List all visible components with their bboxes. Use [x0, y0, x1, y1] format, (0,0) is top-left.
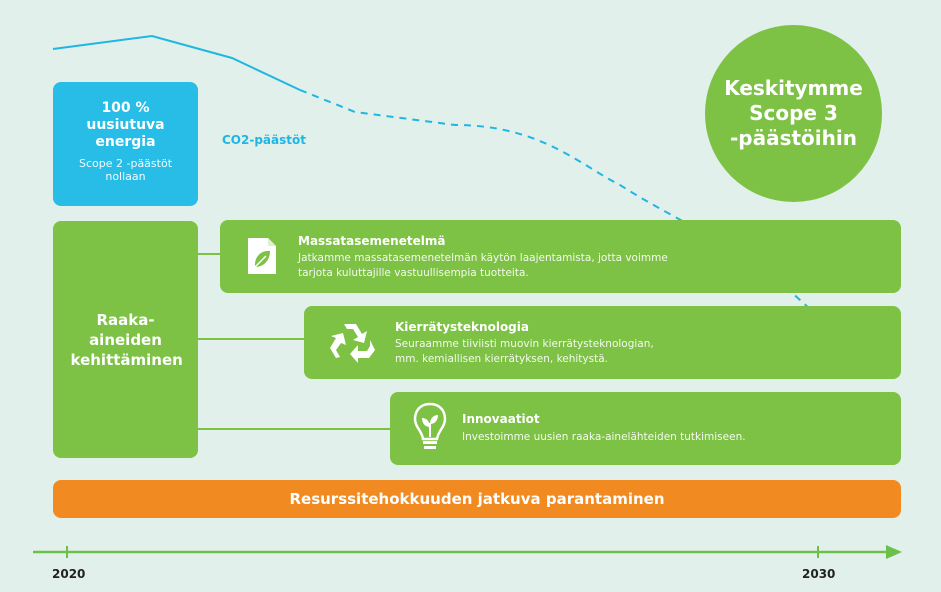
initiative-title: Kierrätysteknologia	[395, 320, 529, 334]
leaf-document-icon	[242, 234, 282, 282]
co2-label: CO2-päästöt	[222, 133, 306, 147]
initiative-card-innovation: Innovaatiot Investoimme uusien raaka-ain…	[390, 392, 901, 465]
recycle-icon	[326, 318, 378, 370]
co2-trend-solid-line	[52, 34, 301, 91]
raw-material-development-text: Raaka- aineiden kehittäminen	[70, 310, 183, 369]
resource-efficiency-text: Resurssitehokkuuden jatkuva parantaminen	[289, 490, 665, 508]
initiative-card-mass-balance: Massatasemenetelmä Jatkamme massatasemen…	[220, 220, 901, 293]
timeline-end-year: 2030	[802, 567, 836, 581]
initiative-description: Jatkamme massatasemenetelmän käytön laaj…	[298, 252, 668, 279]
initiative-card-recycling: Kierrätysteknologia Seuraamme tiiviisti …	[304, 306, 901, 379]
scope3-focus-text: Keskitymme Scope 3 -päästöihin	[724, 76, 863, 150]
resource-efficiency-bar: Resurssitehokkuuden jatkuva parantaminen	[53, 480, 901, 518]
initiative-description: Seuraamme tiiviisti muovin kierrätystekn…	[395, 338, 654, 365]
raw-material-development-box: Raaka- aineiden kehittäminen	[53, 221, 198, 458]
timeline-arrowhead	[886, 545, 902, 559]
initiative-title: Massatasemenetelmä	[298, 234, 446, 248]
timeline-start-year: 2020	[52, 567, 86, 581]
initiative-description: Investoimme uusien raaka-ainelähteiden t…	[462, 431, 746, 443]
lightbulb-sprout-icon	[412, 401, 448, 457]
renewable-energy-box: 100 % uusiutuva energia Scope 2 -päästöt…	[53, 82, 198, 206]
scope2-text: Scope 2 -päästöt nollaan	[78, 157, 173, 183]
renewable-energy-title: 100 % uusiutuva energia	[86, 100, 165, 150]
scope3-focus-circle: Keskitymme Scope 3 -päästöihin	[705, 25, 882, 202]
initiative-title: Innovaatiot	[462, 412, 540, 426]
